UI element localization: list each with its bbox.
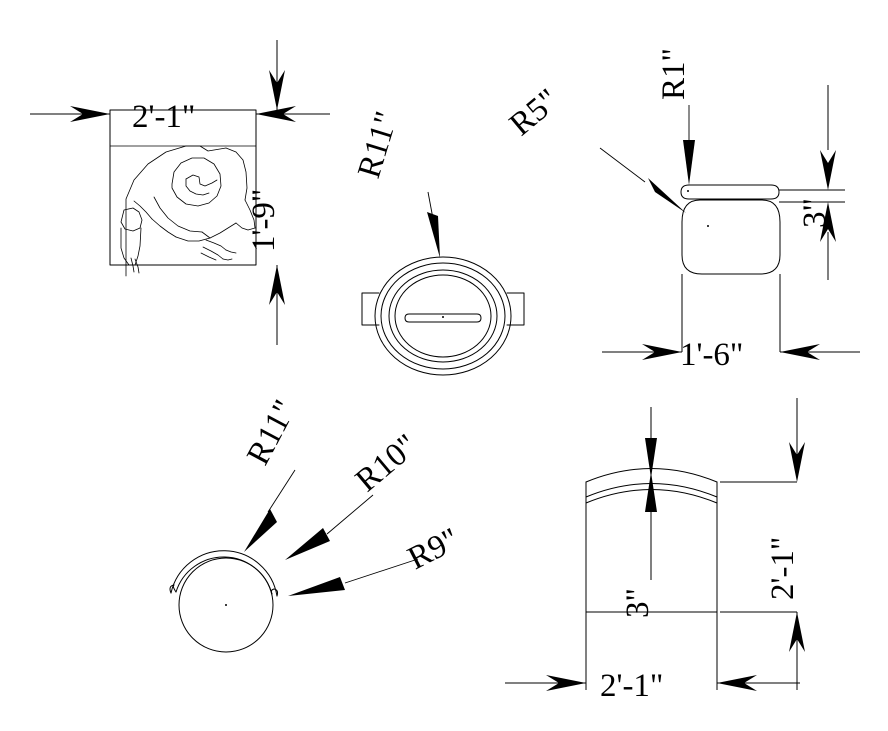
cover-section-geometry (680, 184, 781, 275)
dim-leader-r9-ring: R9" (288, 521, 465, 596)
dim-label-r9-ring: R9" (402, 521, 465, 577)
dim-height-1-9-right: 1'-9" (246, 40, 285, 345)
dim-label-r11-plan: R11" (351, 107, 405, 182)
human-figure-linework (120, 145, 256, 277)
dim-label-3-section: 3" (797, 198, 833, 228)
dim-label-2-1-body-width: 2'-1" (600, 668, 663, 704)
dim-label-2-1-body-height: 2'-1" (765, 537, 801, 600)
dim-leader-r10-ring: R10" (285, 428, 425, 560)
dim-thickness-3-section: 3" (779, 85, 845, 280)
elevation-outline (109, 109, 257, 266)
dim-width-2-1-body: 2'-1" (505, 612, 800, 704)
dim-label-r11-ring: R11" (240, 394, 303, 470)
ring-plan-geometry (169, 550, 279, 653)
dim-label-r5-section: R5" (503, 82, 566, 143)
dim-rise-3-body: 3" (620, 407, 657, 618)
view-plan-cover: R11" (351, 107, 525, 376)
view-bottom-left: R11" R10" R9" (169, 394, 465, 653)
dim-leader-r5-section: R5" (503, 82, 686, 213)
dim-label-r1-section: R1" (656, 48, 692, 100)
cover-rings (361, 256, 525, 376)
dim-width-1-6-section: 1'-6" (602, 274, 860, 373)
dim-label-2-1-top: 2'-1" (132, 99, 195, 135)
view-top-right: R1" R5" 3" (503, 48, 860, 373)
dim-label-1-9-right: 1'-9" (246, 189, 282, 252)
dim-width-2-1-top: 2'-1" (30, 99, 330, 135)
dim-leader-r11-plan: R11" (351, 107, 440, 258)
dim-label-r10-ring: R10" (349, 428, 425, 500)
dim-leader-r11-ring: R11" (240, 394, 304, 552)
dim-height-2-1-body: 2'-1" (720, 398, 805, 690)
dim-leader-r1-section: R1" (656, 48, 695, 185)
dim-label-1-6-section: 1'-6" (680, 337, 743, 373)
dim-label-3-body: 3" (620, 588, 656, 618)
view-top-left: 2'-1" 1'-9" (30, 40, 330, 345)
view-bottom-right: 3" 2'-1" 2'-1" (505, 398, 805, 704)
